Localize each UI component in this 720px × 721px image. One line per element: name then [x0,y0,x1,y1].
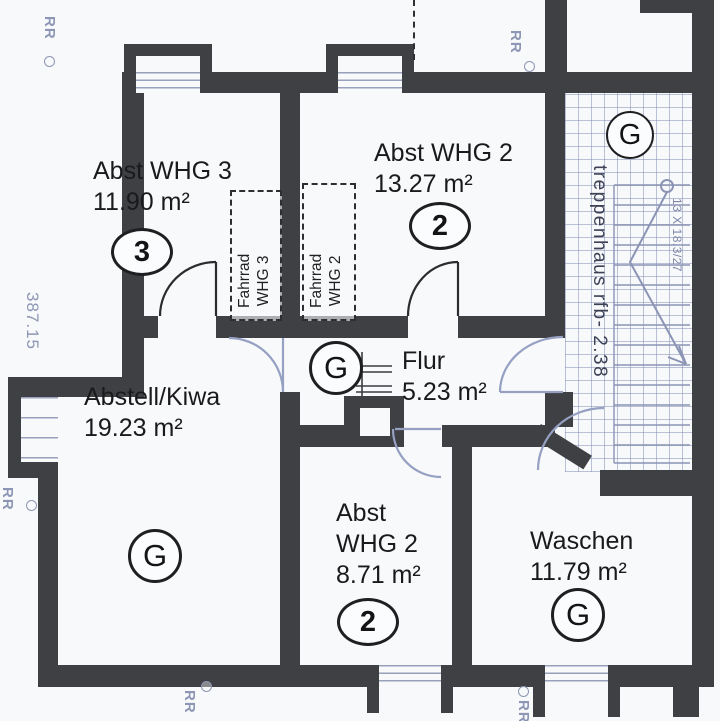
wall-segment [545,392,573,427]
room-badge: 3 [111,228,173,276]
wall-segment [122,72,692,93]
badge-text: 3 [133,235,151,268]
wall-segment [673,687,699,717]
room-name: WHG 2 [336,530,418,558]
room-name: Abst WHG 3 [93,157,232,185]
wall-segment [38,665,714,687]
room-label-abst-whg2-top: Abst WHG 2 13.27 m² [374,138,513,200]
room-badge: G [551,588,605,642]
fahrrad-whg2-label: Fahrrad WHG 2 [307,254,345,308]
window-recess-inner [338,56,402,74]
room-area: 19.23 m² [84,414,183,442]
storage-box-fahrrad-whg3 [230,190,282,321]
door-arc [158,260,217,317]
section-line [413,0,415,60]
wall-segment [600,470,692,496]
stair-dimension-note: 13 X 18.3/27 [670,198,684,273]
wall-segment [280,338,300,665]
door-opening [280,338,300,392]
rr-label: RR [181,690,198,714]
room-label-abst-whg2-bottom: Abst WHG 2 8.71 m² [336,498,421,591]
wall-segment [452,425,472,665]
wall-segment [8,377,144,397]
room-name: Flur [402,347,446,375]
door-arc [498,335,564,393]
window-recess [441,687,453,713]
storage-box-fahrrad-whg2 [302,183,356,321]
rr-anchor-icon [524,61,535,72]
rr-label: RR [515,700,532,721]
room-label-abstell-kiwa: Abstell/Kiwa 19.23 m² [84,382,220,444]
room-name: Abst [336,499,387,527]
badge-text: 2 [359,605,377,638]
rr-anchor-icon [44,56,55,67]
badge-text: 2 [431,209,449,242]
rr-label: RR [507,30,524,54]
storage-label-line: Fahrrad [236,253,253,308]
wall-segment [8,377,21,475]
window [21,397,58,462]
door-arc [406,260,459,317]
room-name: Abst WHG 2 [374,139,513,167]
storage-label-line: WHG 2 [327,255,344,307]
room-area: 11.79 m² [530,558,627,586]
door-opening [404,425,442,447]
wall-segment [38,462,58,687]
room-badge-treppenhaus: G [606,111,654,159]
window [545,665,608,687]
room-name: Abstell/Kiwa [84,383,221,411]
door-opening [408,316,458,338]
wall-segment [545,93,565,316]
wall-segment [545,0,567,76]
rr-anchor-icon [26,500,37,511]
room-area: 13.27 m² [374,170,473,198]
room-badge: 2 [409,202,471,250]
fahrrad-whg3-label: Fahrrad WHG 3 [235,254,273,308]
room-label-waschen: Waschen 11.79 m² [530,526,633,588]
wall-segment [692,0,714,687]
badge-text: G [323,350,349,385]
room-label-abst-whg3: Abst WHG 3 11.90 m² [93,156,232,218]
room-badge: 2 [337,598,399,646]
window-recess [533,687,545,717]
window [379,665,441,687]
window-recess-inner [136,56,200,74]
room-label-flur: Flur 5.23 m² [402,346,487,408]
window-recess [367,687,379,713]
storage-label-line: Fahrrad [308,253,325,308]
treppenhaus-label: treppenhaus rfb- 2.38 [589,165,610,379]
elevation-label: 387.15 [23,292,42,350]
chimney-flue [360,408,390,436]
room-badge: G [309,341,363,395]
rr-label: RR [0,487,16,511]
door-opening [158,316,216,338]
rr-label: RR [41,16,58,40]
badge-text: G [142,538,168,573]
window-recess [608,687,620,717]
window [136,72,200,93]
badge-text: G [565,597,591,632]
room-badge: G [128,529,182,583]
door-arc [228,336,285,393]
window [338,72,402,93]
rr-anchor-icon [518,686,529,697]
rr-anchor-icon [201,681,212,692]
badge-text: G [618,118,642,151]
storage-label-line: WHG 3 [255,255,272,307]
room-area: 11.90 m² [93,188,190,216]
room-area: 8.71 m² [336,561,421,589]
room-area: 5.23 m² [402,378,487,406]
wall-segment [280,93,300,338]
room-name: Waschen [530,527,634,555]
